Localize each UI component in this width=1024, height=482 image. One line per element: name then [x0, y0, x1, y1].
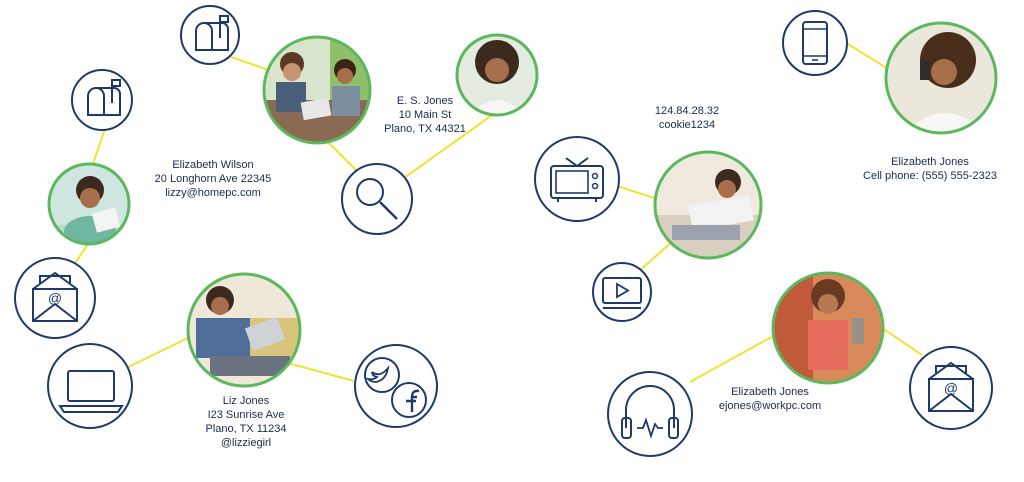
- label-liz-jones: Liz Jones I23 Sunrise Ave Plano, TX 1123…: [186, 394, 306, 450]
- search-icon: [341, 163, 413, 235]
- email-envelope-icon: @: [909, 346, 993, 430]
- liz-laptop-photo: [186, 272, 302, 388]
- tv-viewer-photo: [653, 150, 763, 260]
- connector: [689, 334, 776, 383]
- label-line: Elizabeth Jones: [731, 386, 809, 398]
- label-line: 20 Longhorn Ave 22345: [154, 173, 272, 185]
- label-line: 124.84.28.32: [654, 105, 720, 117]
- phone-call-photo: [884, 21, 998, 135]
- label-line: E. S. Jones: [396, 95, 454, 107]
- label-line: Cell phone: (555) 555-2323: [863, 170, 997, 182]
- couple-photo: [262, 35, 372, 145]
- email-envelope-icon: @: [14, 257, 96, 339]
- label-line: cookie1234: [658, 119, 716, 131]
- connector: [881, 327, 923, 356]
- connector: [639, 241, 673, 271]
- label-line: Plano, TX 11234: [205, 423, 287, 435]
- connectors: [72, 43, 923, 383]
- connector: [72, 243, 89, 267]
- wilson-photo: [47, 162, 131, 246]
- svg-text:@: @: [48, 290, 62, 306]
- label-line: 10 Main St: [398, 109, 452, 121]
- label-cell-phone: Elizabeth Jones Cell phone: (555) 555-23…: [850, 155, 1010, 183]
- label-ip-cookie: 124.84.28.32 cookie1234: [632, 104, 742, 132]
- connector: [327, 141, 359, 173]
- connector: [283, 361, 355, 382]
- laptop-icon: [47, 343, 133, 429]
- video-player-icon: [592, 262, 652, 322]
- label-line: @lizziegirl: [220, 437, 272, 449]
- label-work-email: Elizabeth Jones ejones@workpc.com: [705, 385, 835, 413]
- connector: [92, 125, 107, 165]
- label-line: Liz Jones: [222, 395, 270, 407]
- connector: [616, 185, 658, 200]
- svg-text:@: @: [944, 380, 958, 396]
- mailbox-icon: [71, 69, 133, 131]
- es-jones-photo: [455, 33, 539, 117]
- connector: [117, 336, 191, 373]
- label-line: Elizabeth Wilson: [172, 159, 254, 171]
- label-line: I23 Sunrise Ave: [207, 409, 285, 421]
- social-icon: [354, 344, 438, 428]
- headphones-icon: [607, 371, 693, 457]
- connector: [847, 43, 894, 73]
- workout-photo: [771, 271, 885, 385]
- mailbox-icon: [180, 5, 240, 65]
- label-line: Elizabeth Jones: [891, 156, 969, 168]
- label-elizabeth-wilson: Elizabeth Wilson 20 Longhorn Ave 22345 l…: [138, 158, 288, 200]
- label-line: lizzy@homepc.com: [165, 187, 261, 199]
- label-es-jones: E. S. Jones 10 Main St Plano, TX 44321: [370, 94, 480, 136]
- label-line: Plano, TX 44321: [384, 123, 466, 135]
- connector: [403, 112, 496, 179]
- tv-icon: [534, 136, 620, 222]
- label-line: ejones@workpc.com: [718, 400, 822, 412]
- cell-phone-icon: [782, 10, 848, 76]
